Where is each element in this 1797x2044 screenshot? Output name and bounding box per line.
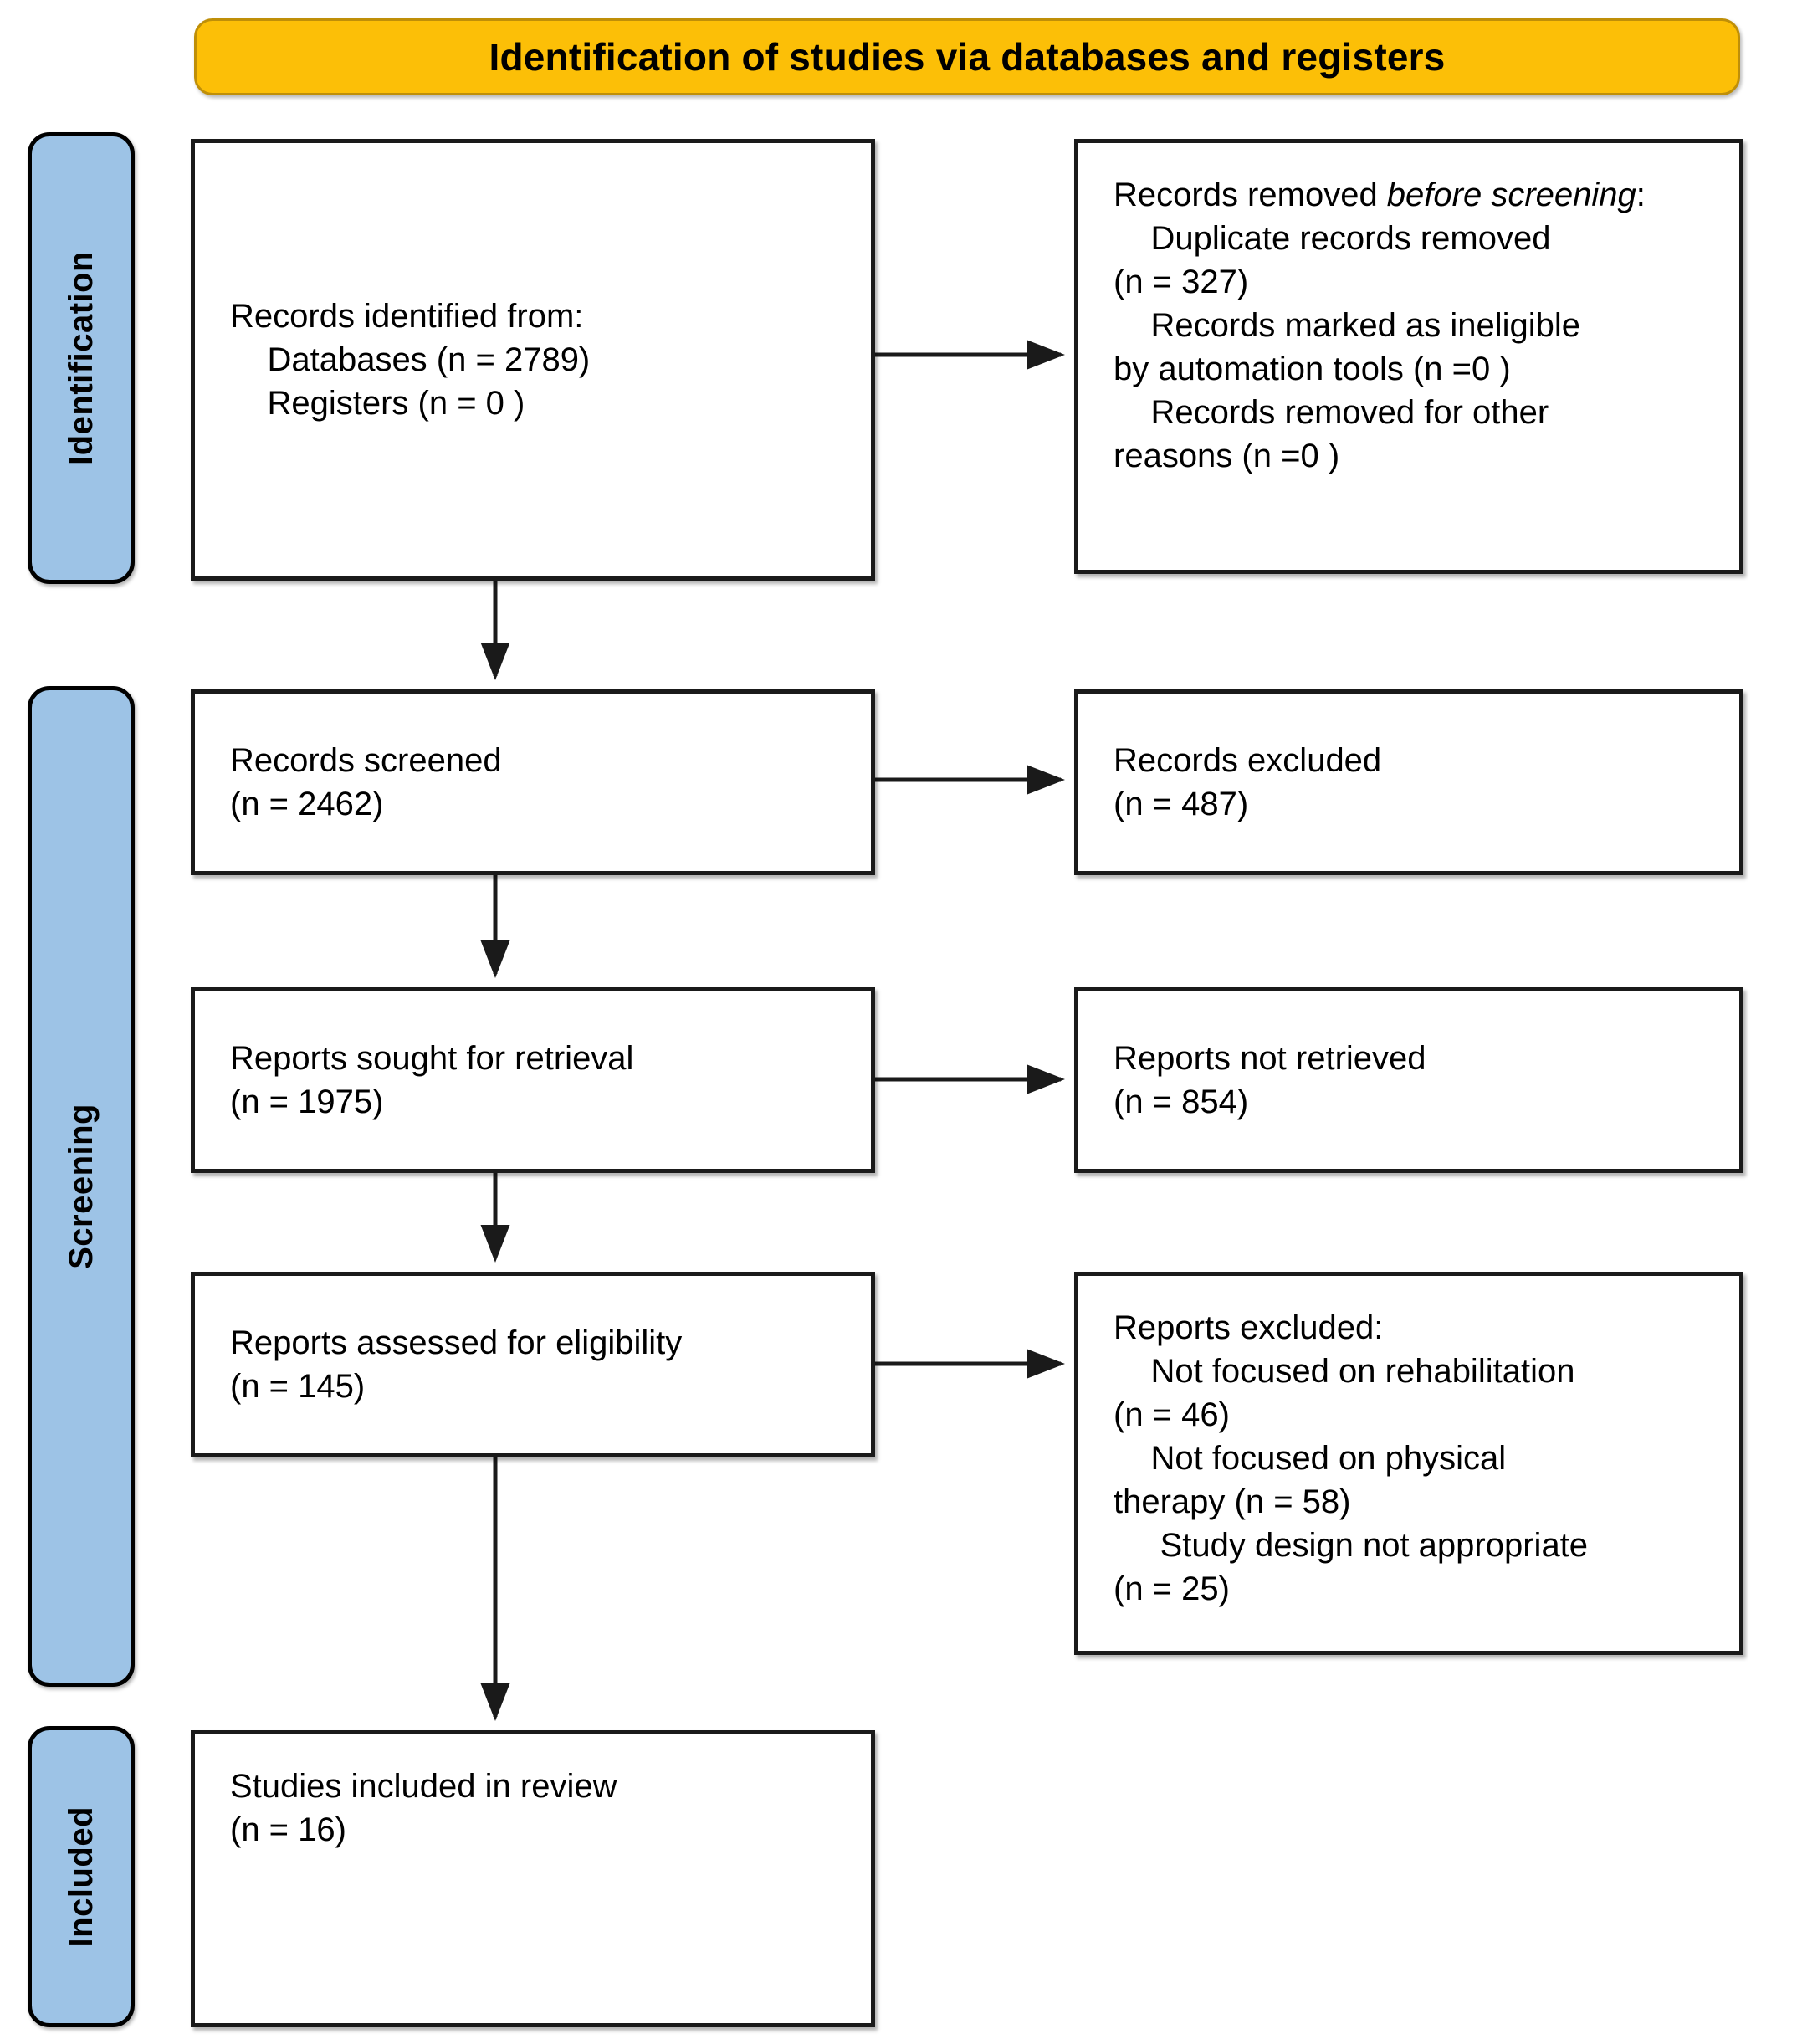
removed-line-rest: : Duplicate records removed (n = 327) Re… [1114, 177, 1646, 474]
box-records-screened-text: Records screened (n = 2462) [230, 742, 502, 822]
box-records-excluded-text: Records excluded (n = 487) [1114, 742, 1382, 822]
stage-pill-included: Included [28, 1726, 135, 2027]
stage-label-identification: Identification [62, 251, 100, 465]
stage-label-screening: Screening [62, 1104, 100, 1269]
box-studies-included-text: Studies included in review (n = 16) [230, 1768, 617, 1848]
removed-line-italic: before screening [1386, 177, 1636, 213]
box-reports-sought: Reports sought for retrieval (n = 1975) [191, 987, 875, 1173]
box-reports-excluded-text: Reports excluded: Not focused on rehabil… [1114, 1309, 1589, 1607]
box-records-identified: Records identified from: Databases (n = … [191, 139, 875, 581]
diagram-header-banner: Identification of studies via databases … [194, 18, 1740, 95]
stage-label-included: Included [62, 1806, 100, 1948]
box-reports-not-retrieved: Reports not retrieved (n = 854) [1074, 987, 1743, 1173]
diagram-title: Identification of studies via databases … [489, 35, 1446, 79]
box-studies-included: Studies included in review (n = 16) [191, 1730, 875, 2027]
stage-pill-screening: Screening [28, 686, 135, 1687]
box-reports-excluded: Reports excluded: Not focused on rehabil… [1074, 1272, 1743, 1655]
box-reports-assessed-text: Reports assessed for eligibility (n = 14… [230, 1324, 683, 1405]
stage-pill-identification: Identification [28, 132, 135, 584]
box-reports-not-retrieved-text: Reports not retrieved (n = 854) [1114, 1040, 1426, 1120]
removed-line-prefix: Records removed [1114, 177, 1387, 213]
box-records-removed-before-screening: Records removed before screening: Duplic… [1074, 139, 1743, 574]
box-reports-assessed: Reports assessed for eligibility (n = 14… [191, 1272, 875, 1457]
box-records-identified-text: Records identified from: Databases (n = … [230, 298, 591, 422]
box-reports-sought-text: Reports sought for retrieval (n = 1975) [230, 1040, 634, 1120]
box-records-screened: Records screened (n = 2462) [191, 689, 875, 875]
box-records-excluded: Records excluded (n = 487) [1074, 689, 1743, 875]
box-records-removed-text: Records removed before screening: Duplic… [1114, 173, 1726, 478]
